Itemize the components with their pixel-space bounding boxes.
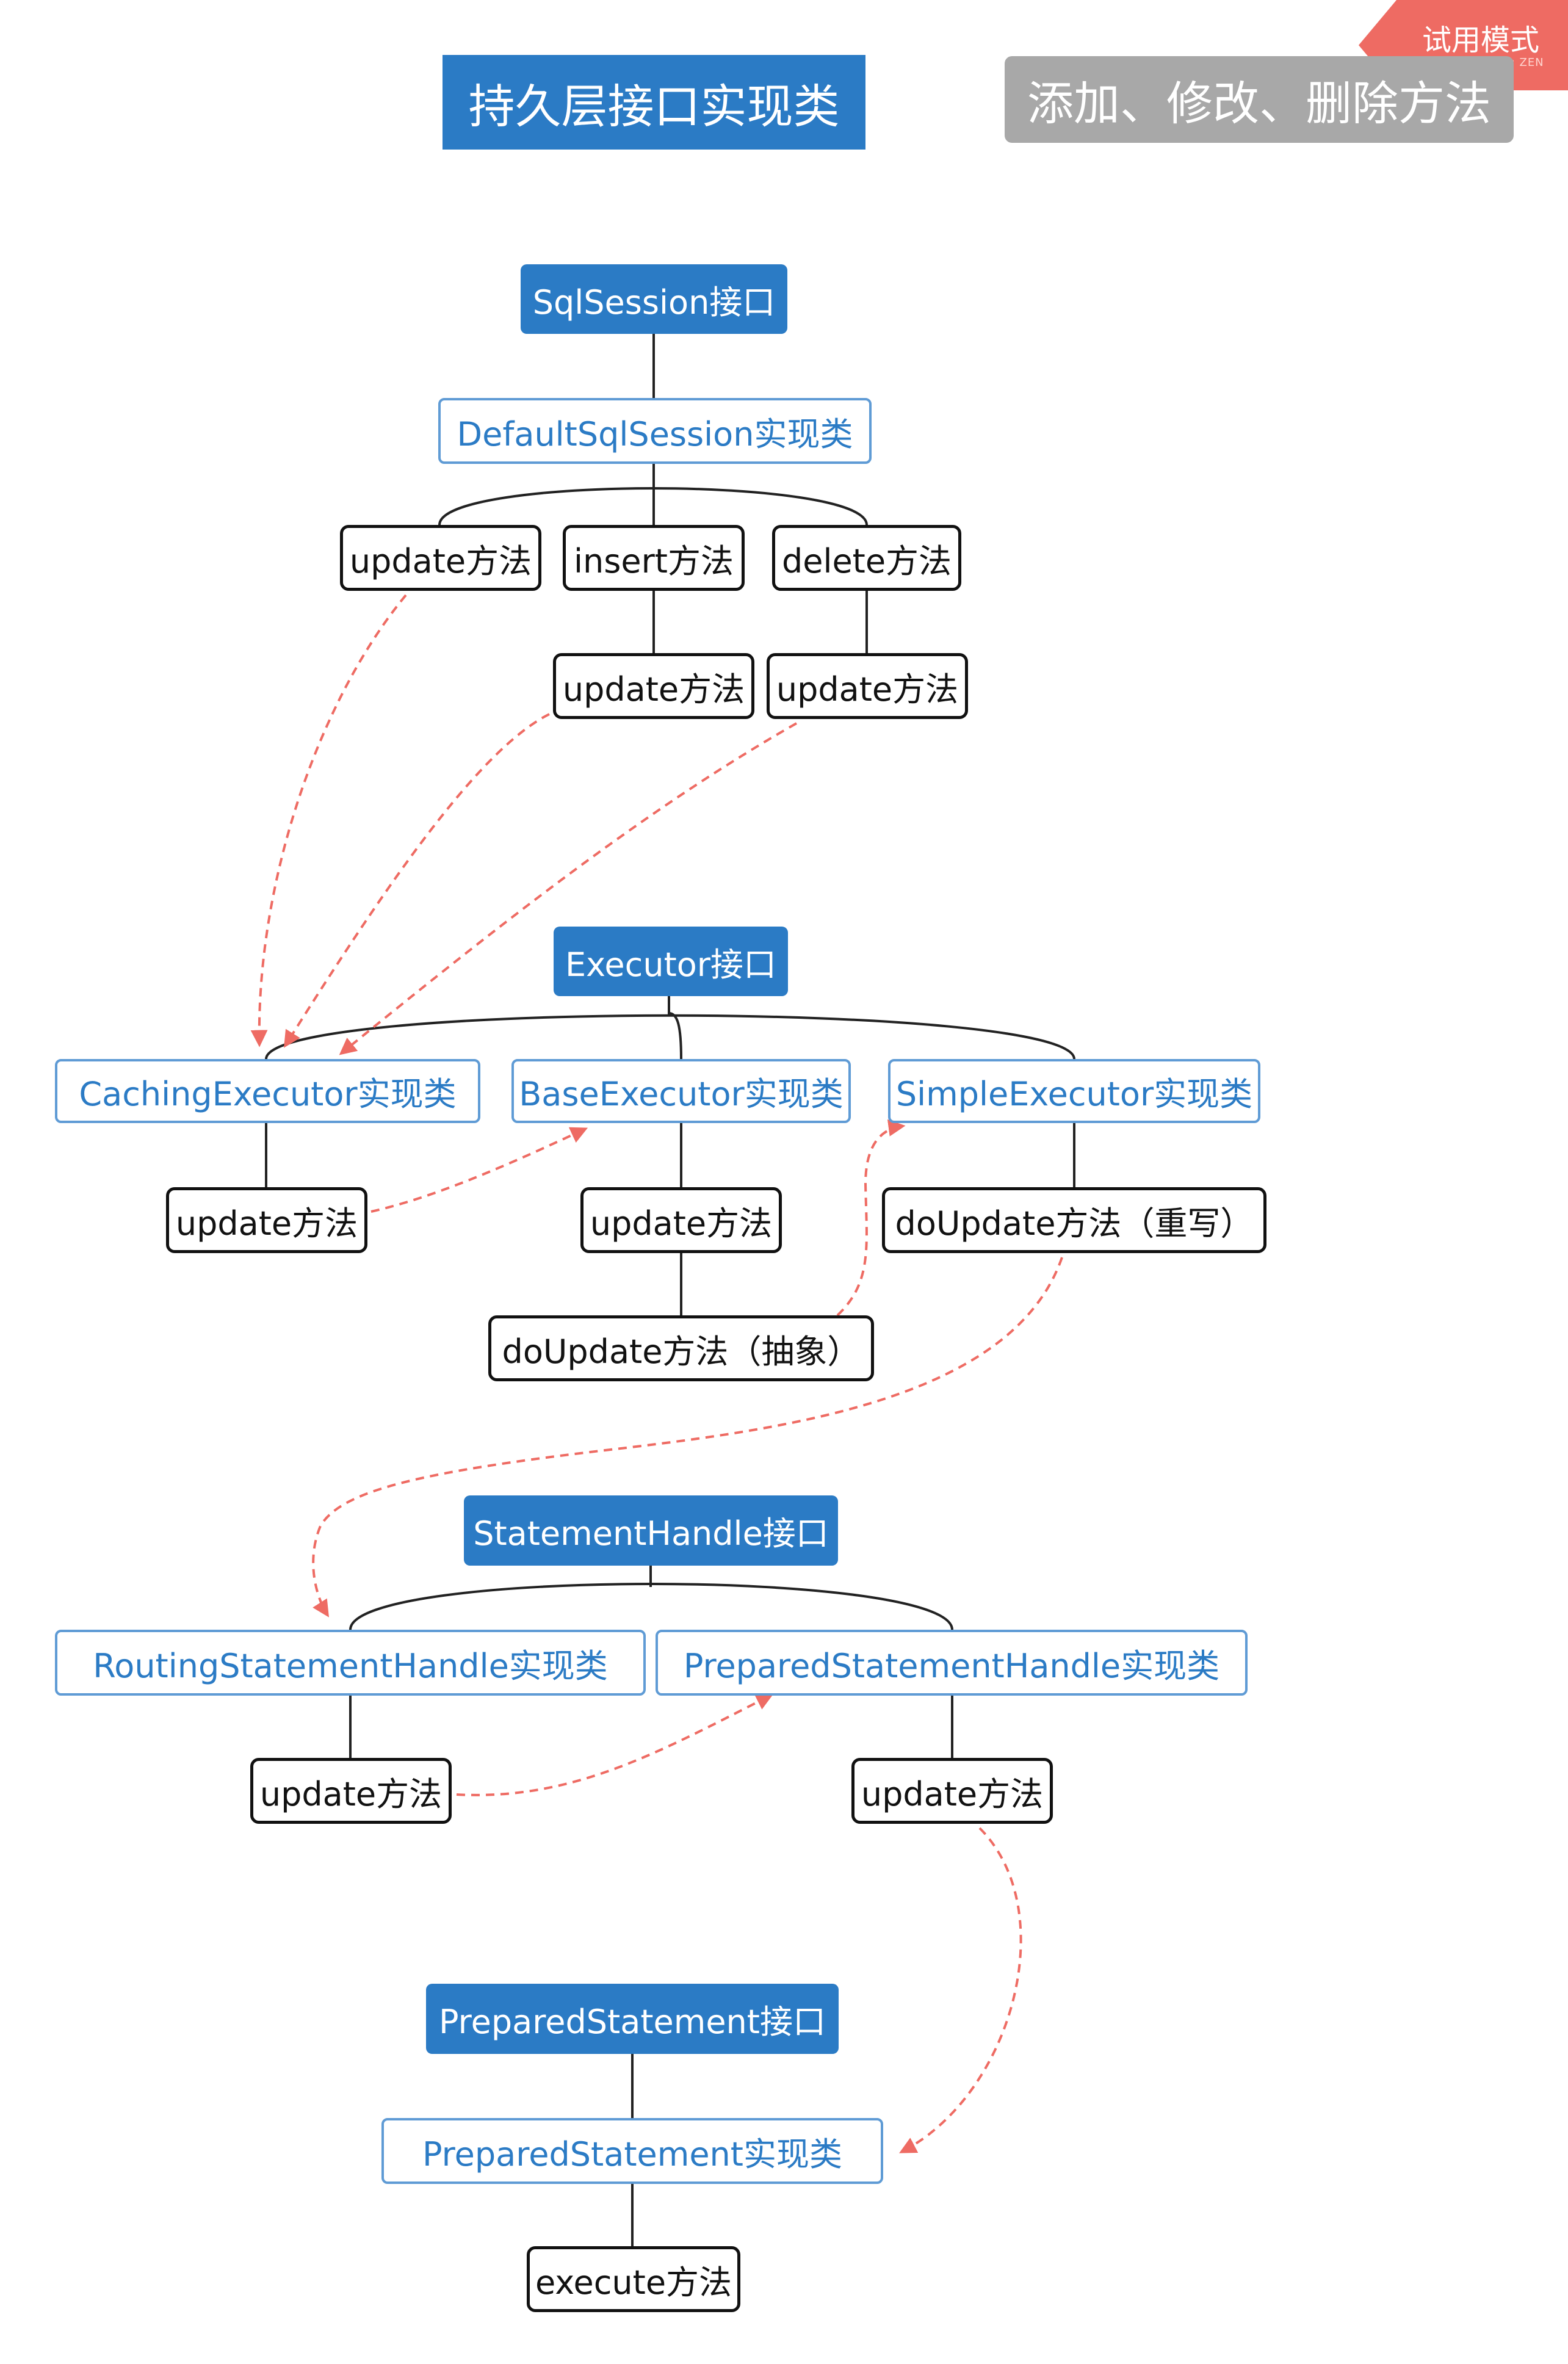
- delete-method-node[interactable]: delete方法: [772, 525, 961, 591]
- baseexecutor-impl-node[interactable]: BaseExecutor实现类: [511, 1059, 851, 1123]
- update-method-node[interactable]: update方法: [767, 653, 968, 719]
- cachingexecutor-impl-node[interactable]: CachingExecutor实现类: [55, 1059, 480, 1123]
- call-arrows: [250, 594, 1063, 2153]
- update-method-node[interactable]: update方法: [553, 653, 754, 719]
- statementhandle-interface-node[interactable]: StatementHandle接口: [464, 1495, 838, 1566]
- update-method-node[interactable]: update方法: [340, 525, 541, 591]
- preparedstatement-interface-node[interactable]: PreparedStatement接口: [426, 1984, 839, 2054]
- routingstatementhandle-impl-node[interactable]: RoutingStatementHandle实现类: [55, 1630, 646, 1696]
- execute-method-node[interactable]: execute方法: [527, 2246, 740, 2312]
- simpleexecutor-impl-node[interactable]: SimpleExecutor实现类: [888, 1059, 1260, 1123]
- preparedstatement-impl-node[interactable]: PreparedStatement实现类: [381, 2118, 883, 2184]
- side-title: 添加、修改、删除方法: [1005, 56, 1514, 143]
- preparedstatementhandle-impl-node[interactable]: PreparedStatementHandle实现类: [656, 1630, 1248, 1696]
- executor-interface-node[interactable]: Executor接口: [554, 927, 788, 996]
- doupdate-override-method-node[interactable]: doUpdate方法（重写）: [882, 1187, 1266, 1253]
- update-method-node[interactable]: update方法: [580, 1187, 782, 1253]
- trial-mode-label: 试用模式: [1422, 23, 1540, 57]
- update-method-node[interactable]: update方法: [166, 1187, 367, 1253]
- update-method-node[interactable]: update方法: [851, 1758, 1053, 1824]
- tree-connectors: [265, 334, 1075, 2246]
- main-title: 持久层接口实现类: [443, 55, 865, 150]
- doupdate-abstract-method-node[interactable]: doUpdate方法（抽象）: [488, 1315, 874, 1381]
- insert-method-node[interactable]: insert方法: [563, 525, 745, 591]
- defaultsqlsession-impl-node[interactable]: DefaultSqlSession实现类: [438, 398, 872, 464]
- sqlsession-interface-node[interactable]: SqlSession接口: [521, 264, 787, 334]
- update-method-node[interactable]: update方法: [250, 1758, 452, 1824]
